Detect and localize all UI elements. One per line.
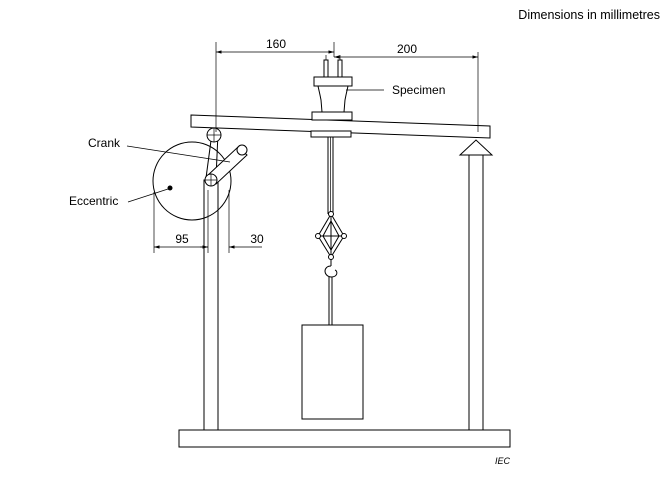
- base-plate: [178, 429, 511, 448]
- pivot-fulcrum: [458, 139, 494, 156]
- crank-label: Crank: [88, 136, 121, 150]
- dim-95: 95: [175, 232, 189, 246]
- weight-block: [301, 324, 364, 420]
- iec-mark: IEC: [495, 456, 511, 466]
- eccentric-leader: [127, 188, 169, 203]
- eccentric-label: Eccentric: [69, 194, 118, 208]
- specimen-holder: [311, 111, 353, 121]
- plug-pin-left: [323, 59, 329, 78]
- dim-160: 160: [266, 37, 286, 51]
- plug-face: [313, 76, 353, 87]
- right-column: [468, 154, 484, 431]
- dim-30: 30: [250, 232, 264, 246]
- eccentric-disc: [152, 141, 232, 221]
- dim-200: 200: [397, 42, 417, 56]
- lever-beam: [190, 114, 491, 139]
- crank-leader: [126, 145, 231, 163]
- eccentric-centre: [167, 185, 173, 191]
- crank-pin: [236, 144, 248, 156]
- plug-pin-right: [337, 59, 343, 78]
- hook: [324, 265, 338, 278]
- specimen-plug: [317, 85, 349, 113]
- beam-clamp: [310, 130, 352, 138]
- units-note: Dimensions in millimetres: [518, 8, 660, 22]
- specimen-label: Specimen: [392, 83, 445, 97]
